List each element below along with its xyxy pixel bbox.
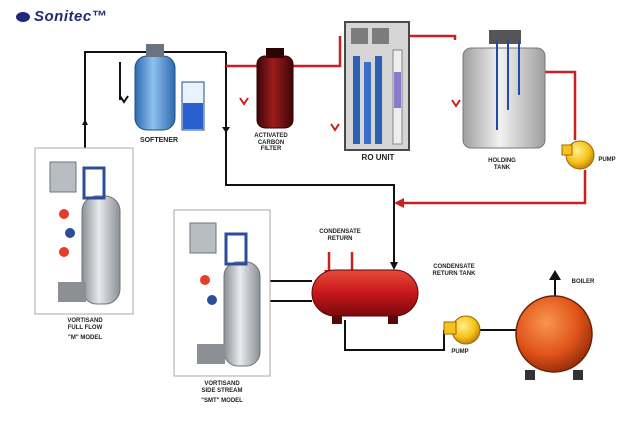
carbon-drain-icon (239, 97, 249, 106)
softener-tank (134, 55, 176, 131)
flow-arrow-up-icon (82, 119, 88, 125)
pump-top-inlet (561, 144, 573, 156)
vortisand-ff-pipe (82, 166, 106, 200)
vortisand-ss-vessel (223, 261, 261, 367)
holding-tank (451, 30, 546, 149)
condensate-return-label: CONDENSATE RETURN (319, 229, 361, 242)
pipe-ro-to-holding (406, 34, 457, 40)
boiler-leg-1 (525, 370, 535, 380)
vortisand-ff-pump (65, 228, 75, 238)
vortisand-side-stream-label: VORTISAND SIDE STREAM (201, 381, 243, 394)
vortisand-ss-control-panel (189, 222, 217, 254)
flow-arrow-down-icon (390, 262, 398, 270)
logo-swoosh-icon (16, 12, 30, 23)
pump-bottom-label: PUMP (451, 349, 469, 355)
carbon-filter-cap (266, 48, 284, 58)
ro-unit (330, 21, 410, 151)
tank-leg-1 (332, 316, 342, 324)
condensate-return-tank-label: CONDENSATE RETURN TANK (432, 264, 476, 277)
vortisand-ff-vessel (81, 195, 121, 305)
carbon-filter-tank (256, 55, 294, 129)
pipe-bypass-to-condensate (225, 52, 395, 264)
logo-text: Sonitec™ (34, 8, 108, 25)
carbon-filter-label: ACTIVATED CARBON FILTER (254, 133, 288, 153)
steam-arrow-icon (549, 270, 561, 280)
ro-membrane-2 (364, 62, 371, 144)
pump-top (561, 140, 595, 170)
pump-top-label: PUMP (598, 157, 616, 163)
vortisand-ff-skid (58, 282, 86, 302)
pipe-holding-to-pump (545, 70, 577, 140)
ro-drain-icon (330, 123, 340, 132)
ro-flow-meter-fill (394, 72, 401, 108)
vortisand-ff-valve-1 (59, 209, 69, 219)
ro-unit-label: RO UNIT (361, 153, 395, 162)
softener-valve (146, 44, 164, 57)
condensate-tank-body (311, 269, 419, 317)
boiler-body (515, 295, 593, 373)
vortisand-ss-skid (197, 344, 225, 364)
ro-membrane-3 (375, 56, 382, 144)
ro-gauge-2 (372, 28, 389, 44)
pipe-tank-to-pump (344, 320, 445, 351)
boiler-leg-2 (573, 370, 583, 380)
tank-leg-2 (388, 316, 398, 324)
vortisand-ff-control-panel (49, 161, 77, 193)
boiler-label: BOILER (571, 279, 595, 285)
vortisand-ss-valve (200, 275, 210, 285)
vortisand-full-flow-unit (34, 147, 134, 315)
holding-drain-icon (451, 99, 461, 108)
softener (119, 44, 205, 131)
pump-bottom (443, 315, 481, 345)
vortisand-full-flow-model-label: "M" MODEL (67, 335, 103, 341)
holding-level-sensors (489, 30, 521, 44)
condensate-return-tank (311, 269, 419, 324)
red-flow-arrow-icon (394, 198, 404, 208)
ro-gauge-1 (351, 28, 368, 44)
vortisand-full-flow-label: VORTISAND FULL FLOW (67, 318, 103, 331)
holding-tank-body (462, 47, 546, 149)
brine-level (183, 103, 203, 129)
vortisand-ss-pump (207, 295, 217, 305)
black-pipe-network (84, 51, 556, 351)
pipe-pump-to-return (400, 170, 587, 205)
pump-bottom-inlet (443, 321, 457, 335)
pipe-main-inlet (84, 51, 226, 148)
vortisand-ff-valve-2 (59, 247, 69, 257)
ro-membrane-1 (353, 56, 360, 144)
vortisand-ss-pipe (224, 232, 248, 266)
sonitec-logo: Sonitec™ (16, 8, 107, 25)
holding-tank-label: HOLDING TANK (488, 158, 516, 171)
flow-arrow-down-bypass-icon (222, 127, 230, 133)
boiler (515, 295, 593, 380)
softener-label: SOFTENER (139, 137, 179, 144)
activated-carbon-filter (239, 48, 294, 129)
drain-icon (119, 95, 129, 104)
vortisand-side-stream-unit (173, 209, 271, 377)
vortisand-side-stream-model-label: "SMT" MODEL (201, 398, 243, 404)
